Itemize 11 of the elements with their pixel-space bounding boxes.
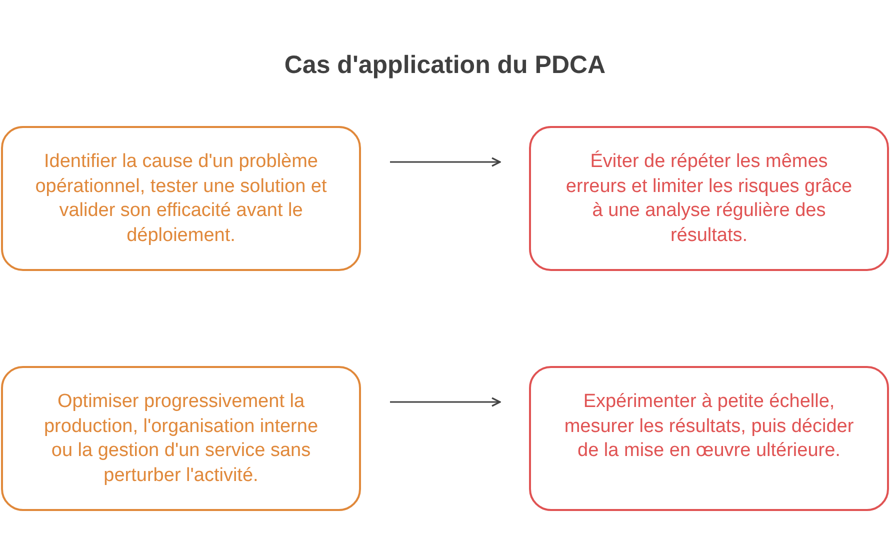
- process-box: [529, 126, 889, 271]
- process-box: [1, 366, 361, 511]
- process-box: [1, 126, 361, 271]
- box-text: Optimiser progressivement la production, l'organisation interne ou la gestion d'un service sans perturber l'activité.: [42, 390, 320, 488]
- arrow: [390, 157, 501, 167]
- box-text: Éviter de répéter les mêmes erreurs et limiter les risques grâce à une analyse régulière des résultats.: [564, 150, 854, 248]
- process-box: [529, 366, 889, 511]
- diagram-title: Cas d'application du PDCA: [283, 50, 607, 80]
- box-text: Identifier la cause d'un problème opérationnel, tester une solution et valider son efficacité avant le déploiement.: [34, 150, 328, 248]
- box-text: Expérimenter à petite échelle, mesurer les résultats, puis décider de la mise en œuvre ultérieure.: [563, 390, 855, 463]
- arrow: [390, 397, 501, 407]
